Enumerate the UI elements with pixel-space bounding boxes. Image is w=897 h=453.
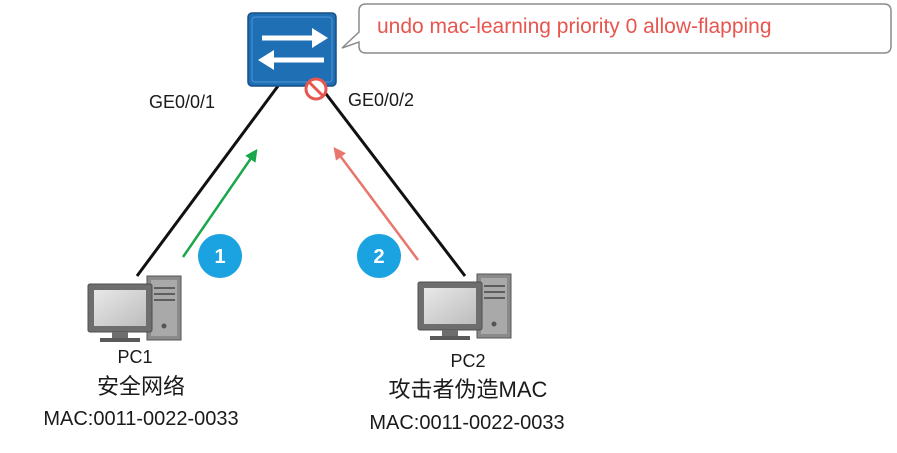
step-1-label: 1: [214, 246, 225, 268]
step-2-arrow: [333, 146, 420, 261]
pc2-name: PC2: [450, 351, 485, 371]
link-pc2-switch: [318, 85, 467, 277]
pc2-mac: MAC:0011-0022-0033: [369, 412, 564, 434]
pc1-role: 安全网络: [97, 374, 185, 399]
no-entry-icon: [304, 77, 328, 101]
link-pc1-switch: [135, 85, 280, 277]
pc2-role: 攻击者伪造MAC: [389, 377, 548, 402]
port-label-left: GE0/0/1: [149, 92, 215, 112]
pc2-computer-icon[interactable]: [417, 273, 512, 340]
pc1-computer-icon[interactable]: [87, 275, 182, 342]
step-1-badge: 1: [198, 234, 242, 278]
step-2-badge: 2: [357, 234, 401, 278]
step-2-label: 2: [373, 246, 384, 268]
callout-command-text: undo mac-learning priority 0 allow-flapp…: [377, 15, 772, 38]
step-1-arrow: [181, 148, 258, 258]
pc1-mac: MAC:0011-0022-0033: [43, 408, 238, 430]
switch-icon[interactable]: [247, 12, 337, 87]
pc1-name: PC1: [117, 347, 152, 367]
port-label-right: GE0/0/2: [348, 90, 414, 110]
command-callout: undo mac-learning priority 0 allow-flapp…: [341, 3, 892, 54]
